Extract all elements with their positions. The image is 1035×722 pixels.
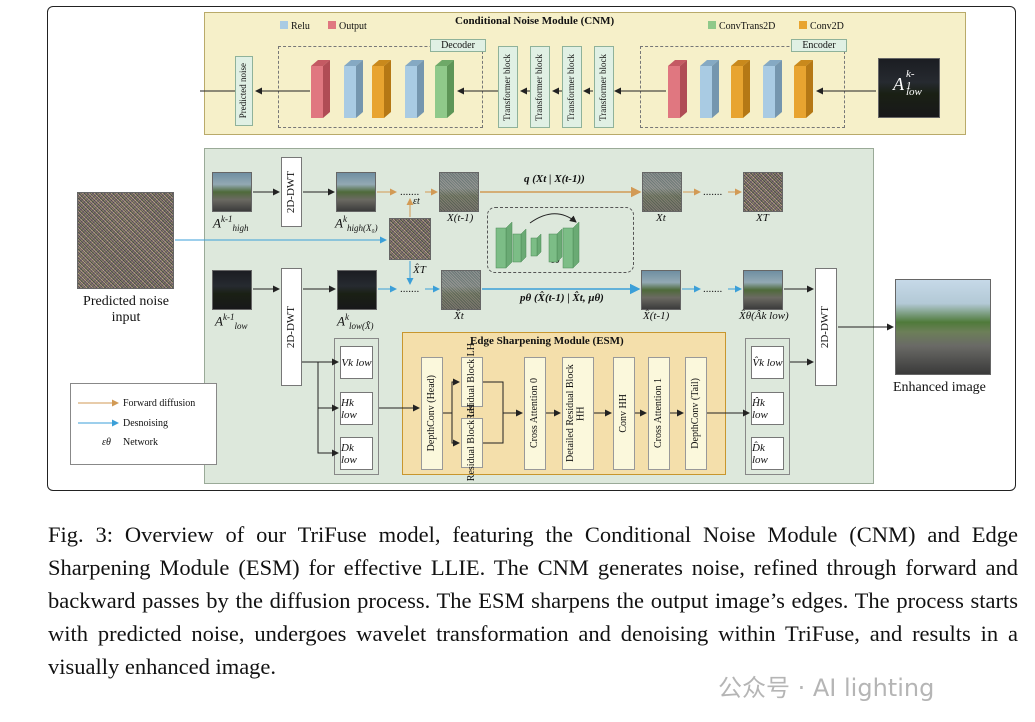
encoder-conv-block-1 <box>731 60 750 118</box>
d-low-box: Dk low <box>340 437 373 470</box>
x-t-image <box>642 172 682 212</box>
x-T-label: XT <box>756 212 769 224</box>
encoder-region <box>640 46 845 128</box>
encoder-conv-block-2 <box>794 60 813 118</box>
predicted-noise-input-label: Predicted noise input <box>83 294 169 325</box>
esm-detailed-residual-hh: Detailed Residual Block HH <box>562 357 594 470</box>
x-t1-image <box>439 172 479 212</box>
decoder-region <box>278 46 483 128</box>
enhanced-image <box>895 279 991 375</box>
a-low-image <box>337 270 377 310</box>
legend-forward-label: Forward diffusion <box>123 398 196 409</box>
watermark: 公众号 · AI lighting <box>718 674 935 702</box>
cnm-title: Conditional Noise Module (CNM) <box>455 15 615 27</box>
enhanced-image-label: Enhanced image <box>893 380 986 395</box>
esm-cross-attention-1: Cross Attention 1 <box>648 357 670 470</box>
x-t-label: Xt <box>656 212 666 224</box>
encoder-relu-block-1 <box>700 60 719 118</box>
legend-denoise-label: Desnoising <box>123 418 168 429</box>
decoder-output-block <box>311 60 330 118</box>
a-high-prev-image <box>212 172 252 212</box>
connector-arrows-svg: ....... ....... ....... ....... <box>78 186 894 457</box>
h-hat-box: Ĥk low <box>751 392 784 425</box>
x-hat-T-image <box>389 218 431 260</box>
v-low-box: Vk low <box>340 346 373 379</box>
a-low-prev-image <box>212 270 252 310</box>
v-hat-box: V̂k low <box>751 346 784 379</box>
dwt-low-box: 2D-DWT <box>281 268 302 386</box>
legend-conv2d: Conv2D <box>799 16 844 34</box>
esm-cross-attention-0: Cross Attention 0 <box>524 357 546 470</box>
cnm-blocks-svg <box>200 60 876 118</box>
x-hat-0-image <box>743 270 783 310</box>
legend-network-label: Network <box>123 437 158 448</box>
p-formula: pθ (X̂(t-1) | X̂t, μθ) <box>520 292 604 304</box>
d-hat-box: D̂k low <box>751 437 784 470</box>
legend-relu: Relu <box>280 16 310 34</box>
dwt-high-box: 2D-DWT <box>281 157 302 227</box>
svg-text:.......: ....... <box>703 283 723 295</box>
q-formula: q (Xt | X(t-1)) <box>524 173 585 185</box>
x-T-image <box>743 172 783 212</box>
a-high-image <box>336 172 376 212</box>
x-hat-t1-image <box>641 270 681 310</box>
cnm-panel <box>204 12 966 135</box>
x-hat-t1-label: X̂(t-1) <box>643 310 670 322</box>
predicted-noise-box: Predicted noise <box>235 56 253 126</box>
transformer-block-1: Transformer block <box>498 46 518 128</box>
esm-residual-lh-top: Residual Block LH <box>461 343 483 421</box>
decoder-relu-block-2 <box>405 60 424 118</box>
figure-frame <box>47 6 1016 491</box>
network-region <box>487 207 634 273</box>
cnm-input-image <box>878 58 940 118</box>
esm-depthconv-head: DepthConv (Head) <box>421 357 443 470</box>
encoder-label: Encoder <box>791 39 847 52</box>
eps-t-label: εt <box>413 196 420 207</box>
transformer-block-4: Transformer block <box>594 46 614 128</box>
decoder-relu-block-1 <box>344 60 363 118</box>
h-low-box: Hk low <box>340 392 373 425</box>
svg-text:.......: ....... <box>703 186 723 198</box>
svg-text:.......: ....... <box>400 186 420 198</box>
a-low-prev-label: Ak-1low <box>215 312 248 331</box>
transformer-block-2: Transformer block <box>530 46 550 128</box>
x-hat-t-image <box>441 270 481 310</box>
transformer-block-3: Transformer block <box>562 46 582 128</box>
esm-residual-lh-bottom: Residual Block LH <box>461 404 483 482</box>
a-low-label: Aklow(X̂) <box>337 312 374 331</box>
x-hat-0-label: X̂θ(Âk low) <box>739 310 789 322</box>
esm-conv-hh: Conv HH <box>613 357 635 470</box>
decoder-conv-block <box>372 60 391 118</box>
svg-text:.......: ....... <box>400 283 420 295</box>
legend-box <box>70 383 217 465</box>
decoder-label: Decoder <box>430 39 486 52</box>
legend-output: Output <box>328 16 367 34</box>
x-hat-t-label: X̂t <box>454 310 464 322</box>
predicted-noise-input-image <box>77 192 174 289</box>
decoder-convtrans-block <box>435 60 454 118</box>
encoder-output-block <box>668 60 687 118</box>
legend-network-symbol: εθ <box>102 437 111 448</box>
encoder-relu-block-2 <box>763 60 782 118</box>
esm-title: Edge Sharpening Module (ESM) <box>470 335 624 347</box>
esm-depthconv-tail: DepthConv (Tail) <box>685 357 707 470</box>
dwt-inverse-box: 2D-DWT <box>815 268 837 386</box>
legend-convtrans2d: ConvTrans2D <box>708 16 775 34</box>
a-high-prev-label: Ak-1high <box>213 214 249 233</box>
x-t1-label: X(t-1) <box>447 212 474 224</box>
x-hat-T-label: X̂T <box>413 264 426 276</box>
figure-caption: Fig. 3: Overview of our TriFuse model, f… <box>48 522 1018 679</box>
a-high-label: Akhigh(X₀) <box>335 214 378 233</box>
